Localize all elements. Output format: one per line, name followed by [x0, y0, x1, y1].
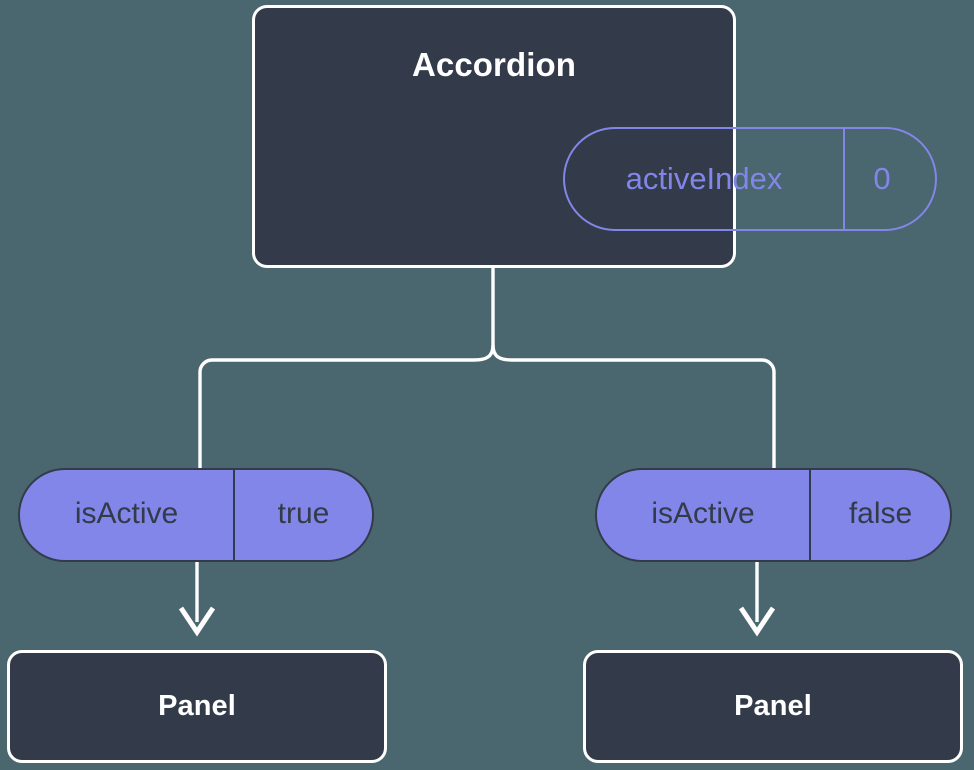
accordion-component-card[interactable]: Accordion activeIndex 0 [252, 5, 937, 268]
prop-pill-value: false [848, 497, 913, 530]
arrow-left [178, 562, 216, 637]
panel-title-left: Panel [158, 690, 236, 722]
panel-title-right: Panel [734, 690, 812, 722]
prop-pill-key: isActive [597, 470, 811, 560]
prop-pill-value: true [277, 497, 330, 530]
accordion-title: Accordion [411, 46, 577, 83]
panel-component-card-left[interactable]: Panel [7, 650, 387, 763]
prop-pill-is-active-true[interactable]: isActive true [18, 468, 374, 562]
branch-connector-left [198, 344, 495, 468]
panel-component-card-right[interactable]: Panel [583, 650, 963, 763]
branch-connector-right [491, 344, 776, 468]
state-badge-value: 0 [873, 160, 891, 196]
prop-pill-is-active-false[interactable]: isActive false [595, 468, 952, 562]
state-badge-active-index[interactable]: activeIndex 0 [563, 127, 937, 231]
arrow-right [738, 562, 776, 637]
prop-pill-key: isActive [20, 470, 235, 560]
state-badge-key: activeIndex [565, 129, 845, 229]
